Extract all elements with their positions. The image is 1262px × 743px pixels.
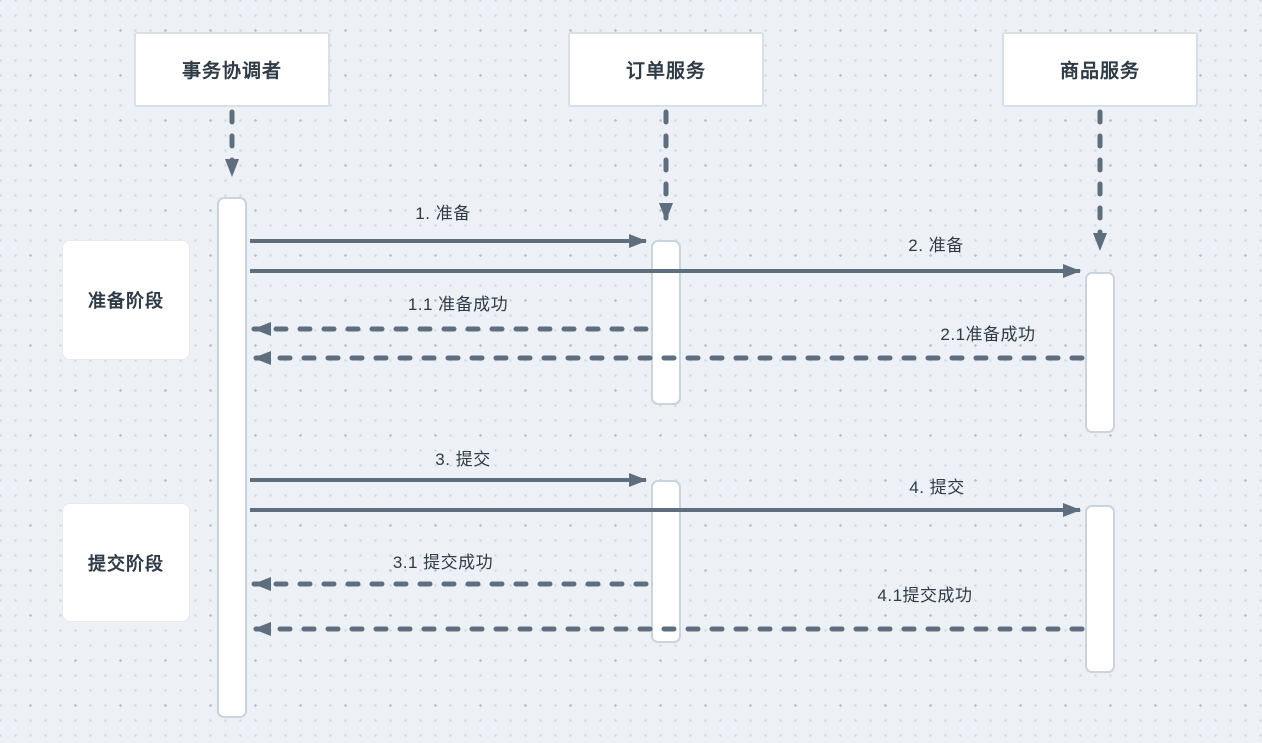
- message-label-2[interactable]: 2. 准备: [908, 236, 964, 255]
- message-label-1[interactable]: 1. 准备: [415, 204, 471, 223]
- message-label-2-1[interactable]: 2.1准备成功: [940, 325, 1036, 344]
- message-label-3-1[interactable]: 3.1 提交成功: [392, 553, 494, 572]
- activation-bar-order-commit[interactable]: [651, 480, 681, 643]
- message-label-4-1[interactable]: 4.1提交成功: [877, 586, 973, 605]
- phase-label-prepare: 准备阶段: [88, 291, 164, 311]
- activation-bar-coordinator[interactable]: [217, 197, 247, 718]
- message-label-4[interactable]: 4. 提交: [909, 478, 965, 497]
- actor-box-order-service[interactable]: 订单服务: [568, 32, 764, 107]
- activation-bar-order-prepare[interactable]: [651, 240, 681, 405]
- phase-box-prepare[interactable]: 准备阶段: [62, 240, 190, 360]
- activation-bar-product-prepare[interactable]: [1085, 272, 1115, 433]
- phase-box-commit[interactable]: 提交阶段: [62, 503, 190, 622]
- message-label-3[interactable]: 3. 提交: [435, 450, 491, 469]
- actor-label-coordinator: 事务协调者: [181, 61, 282, 82]
- message-label-1-1[interactable]: 1.1 准备成功: [407, 295, 509, 314]
- actor-box-coordinator[interactable]: 事务协调者: [134, 32, 330, 107]
- activation-bar-product-commit[interactable]: [1085, 505, 1115, 673]
- actor-label-order-service: 订单服务: [625, 61, 706, 82]
- phase-label-commit: 提交阶段: [88, 553, 164, 574]
- actor-label-product-service: 商品服务: [1059, 61, 1140, 82]
- actor-box-product-service[interactable]: 商品服务: [1002, 32, 1198, 107]
